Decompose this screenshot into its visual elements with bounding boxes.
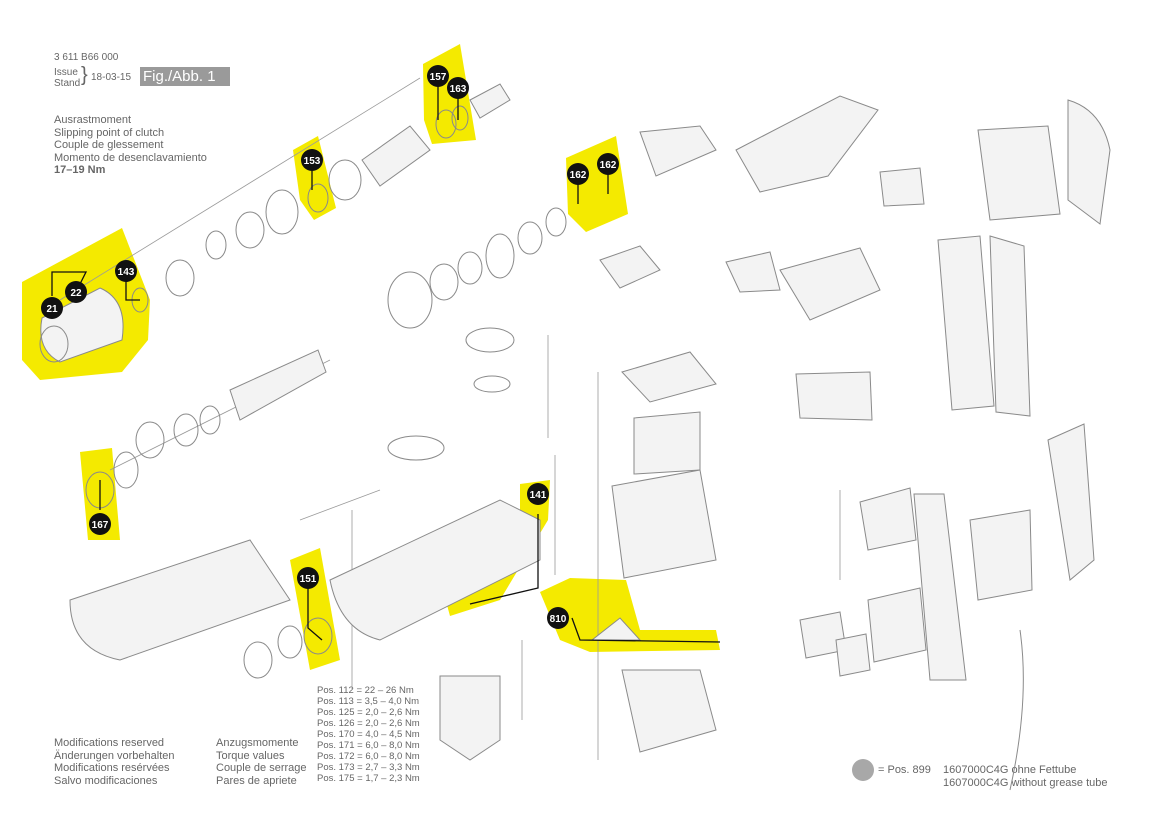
- torque-row: Pos. 172 = 6,0 – 8,0 Nm: [317, 751, 420, 762]
- stand-label: Stand: [54, 78, 81, 89]
- torque-row: Pos. 170 = 4,0 – 4,5 Nm: [317, 729, 420, 740]
- torque-title-es: Pares de apriete: [216, 774, 297, 787]
- svg-text:143: 143: [118, 267, 135, 278]
- figure-label: Fig./Abb. 1: [140, 67, 230, 86]
- svg-text:163: 163: [450, 84, 467, 95]
- torque-row: Pos. 125 = 2,0 – 2,6 Nm: [317, 707, 420, 718]
- clutch-note-line-en: Slipping point of clutch: [54, 126, 165, 139]
- modifications-line-en: Modifications reserved: [54, 737, 165, 749]
- svg-text:21: 21: [46, 304, 58, 315]
- motor-housing: [611, 469, 717, 579]
- svg-text:157: 157: [430, 72, 447, 83]
- torque-row: Pos. 126 = 2,0 – 2,6 Nm: [317, 718, 420, 729]
- callout-21: 21: [41, 297, 63, 319]
- barrel-housing: [69, 539, 291, 661]
- svg-text:162: 162: [570, 170, 587, 181]
- grease-dot: [852, 759, 874, 781]
- torque-title-fr: Couple de serrage: [216, 762, 307, 774]
- chuck-sleeve: [40, 287, 124, 363]
- highlight-151: [290, 548, 340, 670]
- top-cover: [735, 95, 879, 193]
- svg-text:153: 153: [304, 156, 321, 167]
- motor-parts: [590, 351, 717, 753]
- callout-162-a: 162: [567, 163, 589, 185]
- callout-151: 151: [297, 567, 319, 589]
- modifications-line-de: Änderungen vorbehalten: [54, 749, 175, 762]
- issue-brace: }: [81, 64, 88, 86]
- svg-text:167: 167: [92, 520, 109, 531]
- housing-parts: [69, 499, 541, 761]
- modifications-line-es: Salvo modificaciones: [54, 774, 158, 787]
- callout-162-b: 162: [597, 153, 619, 175]
- torque-table: Pos. 112 = 22 – 26 Nm Pos. 113 = 3,5 – 4…: [317, 685, 420, 784]
- doc-number: 3 611 B66 000: [54, 52, 119, 63]
- side-handle: [1047, 423, 1095, 581]
- handle-half-left: [937, 235, 995, 411]
- grease-line-en: 1607000C4G without grease tube: [943, 776, 1108, 789]
- handle-half-right: [989, 235, 1031, 417]
- callout-810: 810: [547, 607, 569, 629]
- grease-line-de: 1607000C4G ohne Fettube: [943, 764, 1077, 776]
- grease-note: 1607000C4G ohne Fettube 1607000C4G witho…: [943, 764, 1108, 789]
- issue-date: 18-03-15: [91, 72, 132, 83]
- modifications-line-fr: Modifications resérvées: [54, 762, 170, 774]
- svg-text:810: 810: [550, 614, 567, 625]
- handle-parts: [599, 95, 1111, 791]
- callout-163: 163: [447, 77, 469, 99]
- clutch-note-line-fr: Couple de glessement: [54, 139, 164, 151]
- svg-text:141: 141: [530, 490, 547, 501]
- clutch-value: 17–19 Nm: [54, 164, 106, 176]
- modifications-note: Modifications reserved Änderungen vorbeh…: [54, 737, 174, 787]
- callout-167: 167: [89, 513, 111, 535]
- callout-141: 141: [527, 483, 549, 505]
- clutch-note-line-es: Momento de desenclavamiento: [54, 151, 207, 164]
- torque-row: Pos. 112 = 22 – 26 Nm: [317, 685, 414, 696]
- torque-row: Pos. 171 = 6,0 – 8,0 Nm: [317, 740, 420, 751]
- gear-housing: [329, 499, 541, 641]
- torque-row: Pos. 175 = 1,7 – 2,3 Nm: [317, 773, 420, 784]
- highlight-810: [540, 578, 720, 652]
- torque-title-de: Anzugsmomente: [216, 737, 299, 749]
- torque-titles: Anzugsmomente Torque values Couple de se…: [216, 737, 307, 787]
- chuck-parts: [39, 83, 511, 363]
- clutch-note-line-de: Ausrastmoment: [54, 114, 132, 126]
- gear-parts: [85, 207, 567, 509]
- callout-153: 153: [301, 149, 323, 171]
- armature: [439, 675, 501, 761]
- callout-143: 143: [115, 260, 137, 282]
- torque-title-en: Torque values: [216, 749, 285, 762]
- clutch-note: Ausrastmoment Slipping point of clutch C…: [54, 114, 207, 177]
- svg-text:22: 22: [70, 288, 82, 299]
- callout-157: 157: [427, 65, 449, 87]
- torque-row: Pos. 173 = 2,7 – 3,3 Nm: [317, 762, 420, 773]
- svg-text:151: 151: [300, 574, 317, 585]
- issue-label: Issue: [54, 67, 78, 78]
- grease-pos: = Pos. 899: [878, 764, 931, 776]
- svg-text:162: 162: [600, 160, 617, 171]
- callout-22: 22: [65, 281, 87, 303]
- torque-row: Pos. 113 = 3,5 – 4,0 Nm: [317, 696, 420, 707]
